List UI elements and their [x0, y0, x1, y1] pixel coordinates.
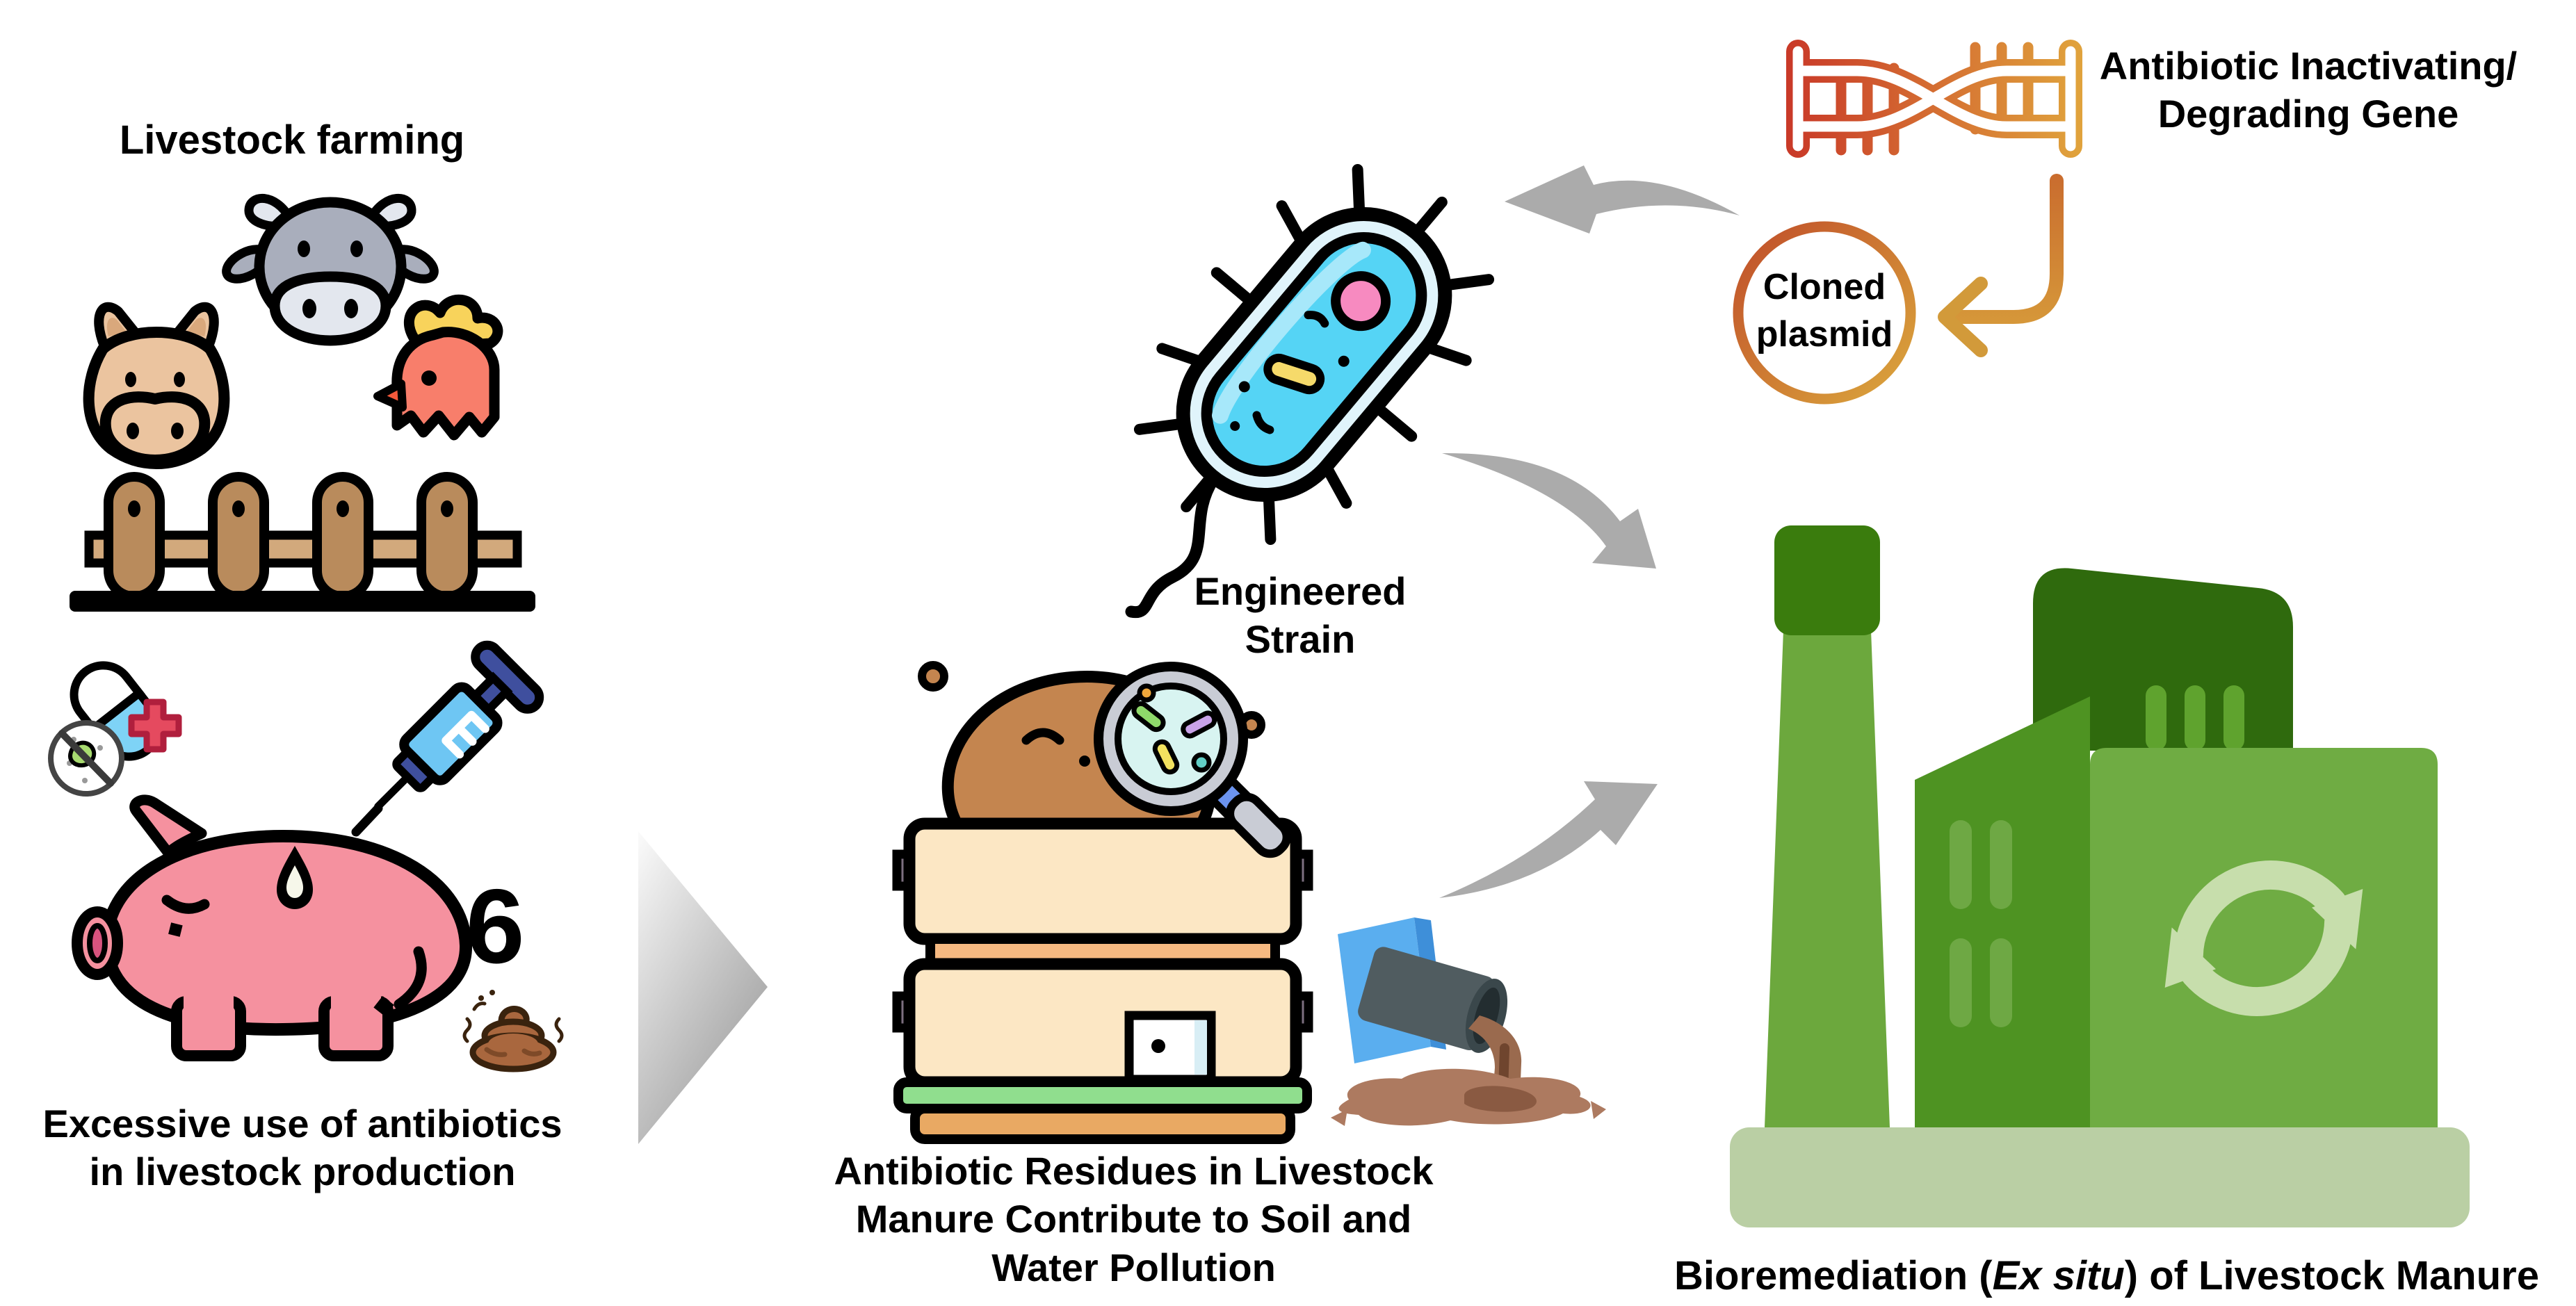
bioremediation-factory-icon: [1730, 525, 2470, 1227]
pig-tail-glyph: 6: [466, 867, 525, 986]
bacteria-icon: [1125, 164, 1495, 619]
compost-bin-icon: [892, 661, 1313, 1144]
flow-triangle-arrow: [638, 831, 768, 1144]
syringe-icon: [374, 640, 544, 810]
manure-caption: Antibiotic Residues in Livestock Manure …: [834, 1149, 1434, 1289]
plasmid-label: Cloned plasmid: [1756, 267, 1893, 354]
discharge-pipe-icon: [1331, 917, 1606, 1126]
manure-poop-icon: [462, 990, 564, 1072]
chicken-icon: [373, 294, 503, 441]
horse-icon: [83, 302, 230, 469]
magnifier-icon: [1094, 662, 1291, 858]
flagellum: [1125, 473, 1220, 619]
livestock-title: Livestock farming: [38, 115, 546, 165]
gene-to-plasmid-arrow: [1938, 174, 2064, 357]
pig-icon: 6: [72, 794, 525, 1061]
antibiotics-caption: Excessive use of antibiotics in livestoc…: [42, 1102, 562, 1194]
pig-legs: [171, 995, 394, 1061]
strain-label: Engineered Strain: [1194, 569, 1407, 662]
antibiotic-pill-icon: [48, 661, 182, 797]
manure-to-factory-arrow: [1439, 781, 1658, 898]
livestock-title-text: Livestock farming: [119, 117, 465, 163]
gene-label: Antibiotic Inactivating/ Degrading Gene: [2099, 44, 2518, 136]
recycle-icon: [2164, 860, 2363, 1016]
bioremediation-caption: Bioremediation (Ex situ) of Livestock Ma…: [1674, 1253, 2539, 1298]
dna-gene-icon: [1786, 40, 2082, 158]
cloned-plasmid-icon: [1733, 221, 1916, 405]
plasmid-to-strain-arrow: [1505, 165, 1740, 234]
fence-icon: [70, 472, 535, 612]
strain-to-factory-arrow: [1442, 452, 1656, 569]
cow-icon: [222, 193, 439, 346]
